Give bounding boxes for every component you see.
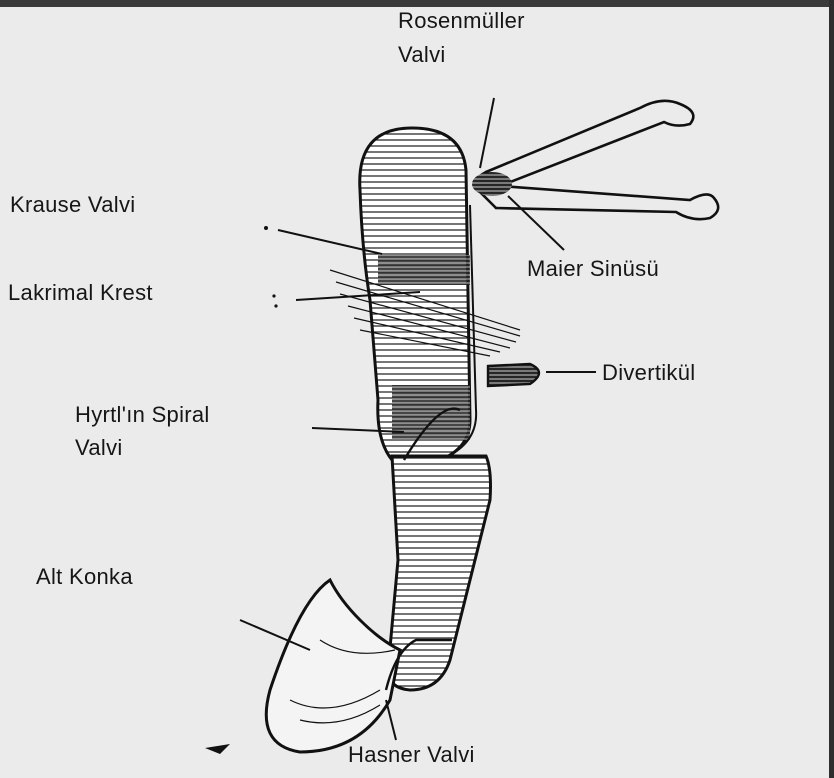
label-hyrtl-spiral-valvi-line1: Hyrtl'ın Spiral: [75, 400, 210, 430]
label-alt-konka: Alt Konka: [36, 562, 133, 592]
label-maier-sinusu: Maier Sinüsü: [527, 254, 659, 284]
diverticulum-shape: [488, 364, 539, 386]
inferior-turbinate: [266, 580, 400, 752]
label-divertikul: Divertikül: [602, 358, 695, 388]
label-rosenmuller-valvi-line1: Rosenmüller: [398, 6, 525, 36]
label-lakrimal-krest: Lakrimal Krest: [8, 278, 153, 308]
label-hasner-valvi: Hasner Valvi: [348, 740, 475, 770]
label-rosenmuller-valvi-line2: Valvi: [398, 40, 446, 70]
label-krause-valvi: Krause Valvi: [10, 190, 135, 220]
maier-sinus-shape: [472, 172, 512, 196]
label-hyrtl-spiral-valvi-line2: Valvi: [75, 433, 123, 463]
nasolacrimal-duct: [388, 456, 491, 690]
